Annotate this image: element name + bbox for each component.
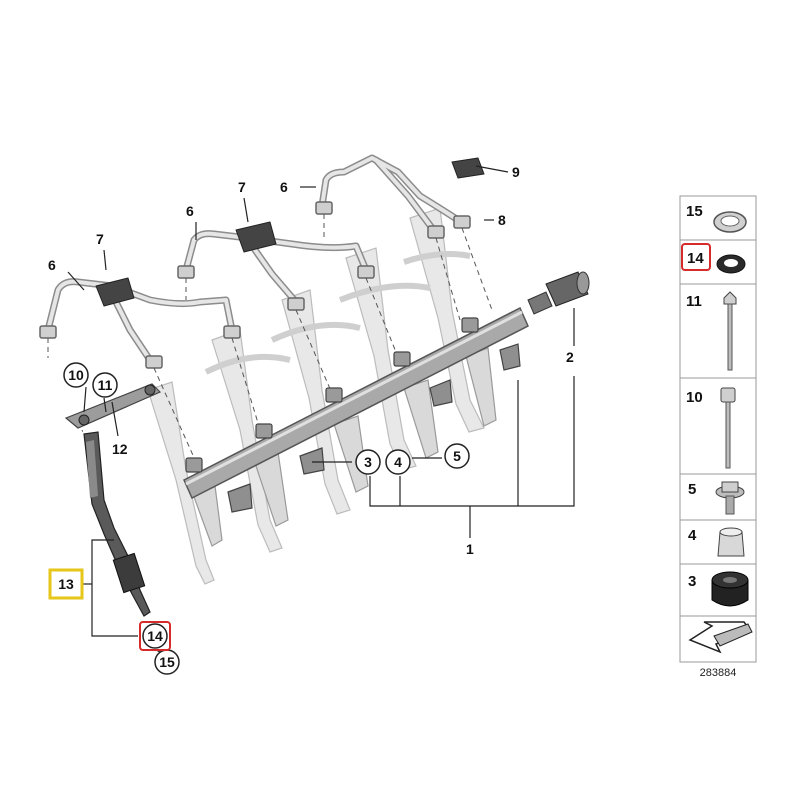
- fuel-injector: [83, 431, 151, 617]
- callout-6c: 6: [280, 179, 288, 195]
- callout-6b: 6: [186, 203, 194, 219]
- svg-text:14: 14: [147, 628, 163, 644]
- parts-item-3: 3: [688, 571, 749, 607]
- callout-15: 15: [154, 649, 180, 675]
- injector-ghost-group: [147, 207, 485, 585]
- callout-6a: 6: [48, 257, 56, 273]
- callouts: 6 7 6 7 6 9 8 12 2 1: [48, 164, 574, 557]
- part-number-11: 11: [686, 293, 702, 310]
- fuel-rail: [183, 271, 590, 513]
- fuel-system-drawing: 6 7 6 7 6 9 8 12 2 1 10 11 3: [39, 154, 590, 675]
- callout-8: 8: [498, 212, 506, 228]
- high-pressure-lines: [39, 154, 485, 369]
- svg-text:11: 11: [98, 377, 113, 393]
- parts-item-4: 4: [688, 527, 745, 557]
- callout-7b: 7: [238, 179, 246, 195]
- svg-text:3: 3: [364, 454, 372, 470]
- svg-text:4: 4: [394, 454, 402, 470]
- svg-text:10: 10: [68, 367, 84, 383]
- callout-14: 14: [139, 621, 171, 651]
- parts-item-11: 11: [686, 291, 737, 371]
- catalog-number: 283884: [700, 667, 737, 679]
- callout-4: 4: [385, 449, 411, 475]
- callout-10: 10: [63, 362, 89, 388]
- callout-13: 13: [48, 568, 84, 600]
- svg-text:5: 5: [453, 448, 461, 464]
- rail-pressure-sensor: [527, 271, 590, 315]
- part-number-14: 14: [687, 250, 704, 267]
- part-number-10: 10: [686, 389, 703, 406]
- circled-callouts: 10 11 3 4 5 15: [63, 362, 470, 675]
- sleeve-bushing-icon: [717, 527, 745, 557]
- callout-1: 1: [466, 541, 474, 557]
- part-number-3: 3: [688, 573, 696, 590]
- parts-item-5: 5: [688, 481, 745, 515]
- washer-ring-icon: [713, 211, 747, 233]
- long-stud-bolt-icon: [723, 291, 737, 371]
- parts-item-10: 10: [686, 387, 736, 469]
- callout-2: 2: [566, 349, 574, 365]
- o-ring-icon: [716, 254, 746, 274]
- arrow-icon: [688, 621, 753, 654]
- callout-5: 5: [444, 443, 470, 469]
- flange-bolt-icon: [715, 481, 745, 515]
- callout-3: 3: [355, 449, 381, 475]
- parts-panel: 15 14 11 10: [679, 195, 757, 679]
- long-bolt-icon: [720, 387, 736, 469]
- callout-12: 12: [112, 441, 128, 457]
- callout-11: 11: [92, 372, 118, 398]
- parts-item-14: 14: [681, 243, 746, 274]
- svg-text:13: 13: [58, 576, 74, 592]
- part-number-4: 4: [688, 527, 697, 544]
- part-number-5: 5: [688, 481, 696, 498]
- parts-item-15: 15: [686, 203, 747, 233]
- callout-9: 9: [512, 164, 520, 180]
- part-number-15: 15: [686, 203, 703, 220]
- rubber-grommet-icon: [711, 571, 749, 607]
- svg-text:15: 15: [159, 654, 175, 670]
- callout-7a: 7: [96, 231, 104, 247]
